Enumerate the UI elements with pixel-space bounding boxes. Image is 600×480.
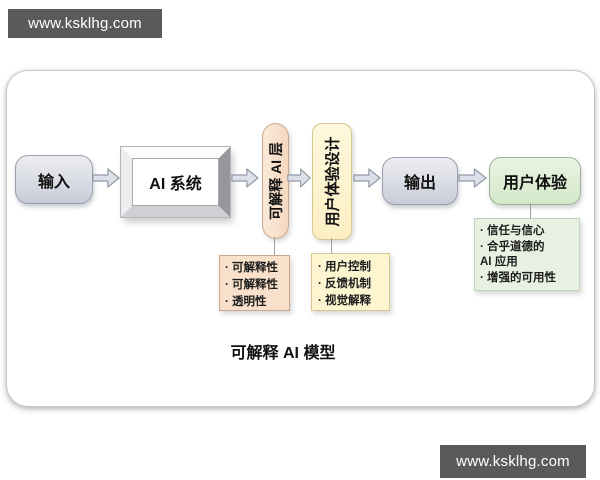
watermark-text: www.ksklhg.com xyxy=(28,15,142,32)
input-node: 输入 xyxy=(15,155,93,204)
connector-line-experience xyxy=(530,203,531,218)
connector-line-ux xyxy=(331,238,332,253)
flow-arrow-3 xyxy=(287,168,311,188)
list-item: · 用户控制 xyxy=(318,261,372,273)
ux-design-label: 用户体验设计 xyxy=(324,136,342,227)
explainable-ai-layer-node: 可解释 AI 层 xyxy=(262,123,289,239)
ux-features-list: · 用户控制 · 反馈机制 · 视觉解释 xyxy=(311,253,390,311)
list-item: · 可解释性 xyxy=(225,279,279,291)
output-node: 输出 xyxy=(382,157,458,205)
list-item: · 反馈机制 xyxy=(318,278,372,290)
xai-properties-list: · 可解释性 · 可解释性 · 透明性 xyxy=(219,255,290,311)
list-item: · 信任与信心 xyxy=(480,225,545,237)
explainable-ai-layer-label: 可解释 AI 层 xyxy=(267,142,284,220)
list-item: AI 应用 xyxy=(480,256,518,268)
ai-system-node-label: AI 系统 xyxy=(132,158,219,206)
user-experience-node: 用户体验 xyxy=(489,157,581,205)
flow-arrow-2 xyxy=(231,168,259,188)
input-node-label: 输入 xyxy=(37,173,70,191)
diagram-title: 可解释 AI 模型 xyxy=(230,345,336,362)
list-item: · 增强的可用性 xyxy=(480,271,557,284)
flow-arrow-4 xyxy=(353,168,381,188)
list-item: · 透明性 xyxy=(225,296,267,308)
list-item: · 可解释性 xyxy=(225,262,279,274)
output-node-label: 输出 xyxy=(403,175,436,192)
flow-arrow-1 xyxy=(92,168,120,188)
flow-arrow-5 xyxy=(458,168,487,188)
experience-benefits-list: · 信任与信心 · 合乎道德的 AI 应用 · 增强的可用性 xyxy=(474,218,580,291)
user-experience-label: 用户体验 xyxy=(502,175,567,192)
connector-line-xai xyxy=(274,237,275,255)
watermark-bottom: www.ksklhg.com xyxy=(440,445,586,478)
ux-design-node: 用户体验设计 xyxy=(312,123,352,240)
list-item: · 合乎道德的 xyxy=(480,240,545,253)
watermark-text: www.ksklhg.com xyxy=(456,453,570,470)
ai-system-node: AI 系统 xyxy=(121,147,230,217)
watermark-top: www.ksklhg.com xyxy=(8,9,162,38)
list-item: · 视觉解释 xyxy=(318,295,372,307)
